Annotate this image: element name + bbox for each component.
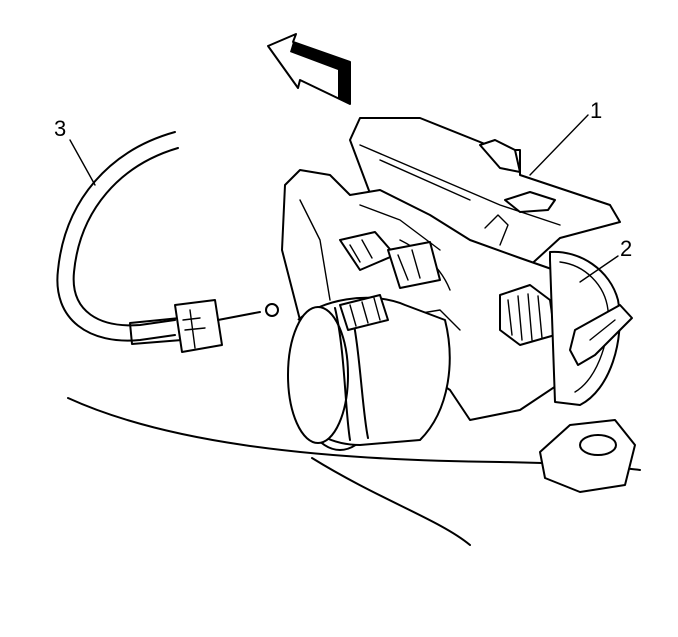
leader-line-2 [579, 255, 619, 283]
callout-2: 2 [620, 236, 633, 261]
leader-line-3 [69, 139, 96, 186]
direction-arrow-icon [267, 33, 351, 105]
lower-panel-outline [311, 457, 471, 546]
callout-1: 1 [590, 98, 603, 123]
callout-3: 3 [54, 116, 67, 141]
leader-line-1 [529, 114, 589, 176]
air-intake-duct [287, 294, 451, 451]
throttle-lever [499, 250, 633, 406]
accelerator-cable [56, 131, 279, 353]
